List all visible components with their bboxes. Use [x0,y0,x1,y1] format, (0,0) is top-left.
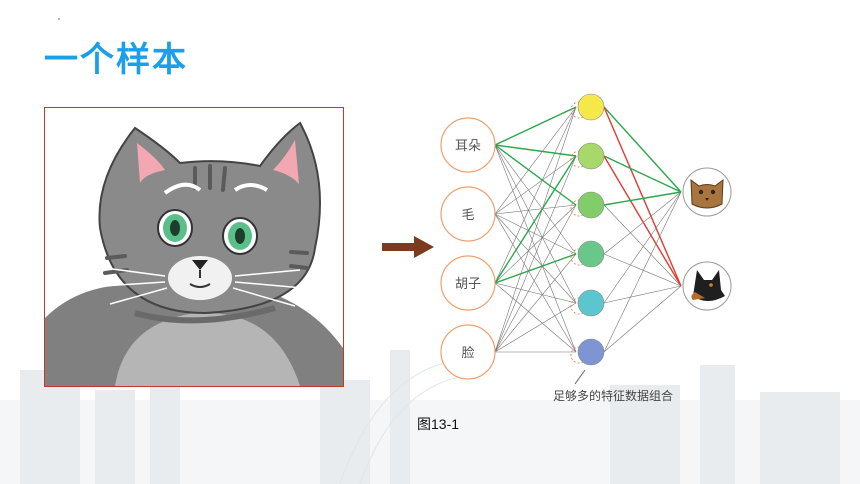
connection-line [494,253,577,353]
input-feature-label: 毛 [461,208,474,223]
connection-line [494,204,577,284]
hidden-node [577,240,605,268]
arrow-right-icon [382,236,434,258]
note-pointer [574,369,586,385]
output-nodes [682,167,732,311]
connection-line [494,144,577,255]
hidden-node [577,93,605,121]
connection-line [494,204,577,215]
hidden-layer-nodes [570,93,605,366]
connection-line [603,253,682,287]
connection-line [494,302,577,353]
connection-line [603,155,682,193]
connection-line [603,191,682,255]
figure-caption: 图13-1 [417,416,460,432]
connection-line [494,144,577,157]
connection-line [603,285,682,353]
input-feature-nodes [440,117,496,380]
connection-line [603,106,682,193]
connection-line [494,155,577,284]
connection-line [494,155,577,353]
connection-line [603,204,682,287]
decor-dot [58,18,60,20]
page-title: 一个样本 [44,40,188,80]
cat-illustration-frame [44,107,344,387]
connection-line [494,213,577,255]
connection-line [494,144,577,304]
hidden-node [577,191,605,219]
connection-line [603,191,682,206]
connection-line [494,204,577,353]
connection-line [494,106,577,146]
connection-line [603,285,682,304]
connection-line [603,155,682,287]
input-feature-label: 胡子 [455,277,481,292]
connection-line [494,106,577,284]
connection-line [494,144,577,353]
connection-line [494,282,577,304]
connection-line [494,106,577,215]
connection-line [494,213,577,353]
input-node [440,324,496,380]
connection-line [494,213,577,304]
connection-line [603,106,682,287]
connection-line [494,106,577,353]
connection-line [603,191,682,353]
input-feature-label: 耳朵 [455,139,481,154]
hidden-node [577,289,605,317]
connection-line [494,282,577,353]
combination-note: 足够多的特征数据组合 [553,388,673,403]
connection-line [494,155,577,215]
cat-illustration [45,121,343,386]
input-node [440,186,496,242]
hidden-node [577,338,605,366]
connection-line [603,191,682,304]
input-node [440,255,496,311]
input-node [440,117,496,173]
cat-face-icon [682,167,732,217]
input-feature-label: 脸 [461,346,474,361]
hidden-node [577,142,605,170]
connection-line [494,144,577,206]
network-connections [494,106,682,353]
connection-line [494,253,577,284]
dog-face-icon [682,261,732,311]
